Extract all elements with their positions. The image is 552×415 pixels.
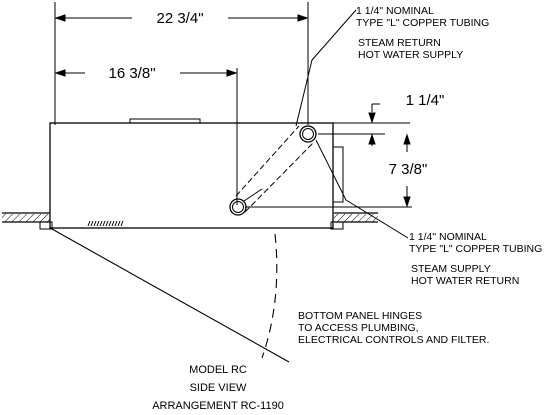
lower-pipe-use-steam: STEAM SUPPLY [411,263,491,275]
ceiling-slab-left [2,212,50,223]
vent-louvres [87,220,124,227]
dimension-lower-pipe-offset [54,68,238,205]
lower-pipe-note-type: TYPE "L" COPPER TUBING [409,243,542,255]
access-box [332,146,344,203]
upper-pipe-use-steam: STEAM RETURN [358,37,441,49]
leader-lines [311,9,409,239]
pipe-connection [235,59,347,213]
dimension-pipe-spacing-vertical [245,133,412,208]
caption-arrangement: ARRANGEMENT RC-1190 [152,400,284,412]
lower-pipe-note-size: 1 1/4" NOMINAL [409,231,487,243]
upper-pipe-note-type: TYPE "L" COPPER TUBING [356,17,489,29]
lower-pipe-use-water: HOT WATER RETURN [411,275,519,287]
dimension-lower-pipe-offset-label: 16 3/8" [108,65,155,82]
upper-pipe-note-size: 1 1/4" NOMINAL [356,5,434,17]
unit-cabinet [39,118,344,230]
pipe-lower [229,198,247,216]
panel-note-line-2: TO ACCESS PLUMBING, [298,322,419,334]
dimension-overall-width-label: 22 3/4" [156,10,203,27]
bottom-panel-swing [51,228,290,363]
dimension-pipe-offset-top [318,103,410,146]
caption-view: SIDE VIEW [190,382,247,394]
ceiling-slab-right [334,212,378,223]
dimension-pipe-spacing-vertical-label: 7 3/8" [389,161,428,178]
dimension-pipe-offset-top-label: 1 1/4" [406,92,445,109]
caption-model: MODEL RC [189,364,247,376]
pipe-upper [299,125,317,143]
panel-note-line-1: BOTTOM PANEL HINGES [298,310,422,322]
panel-note-line-3: ELECTRICAL CONTROLS AND FILTER. [298,334,489,346]
dimension-overall-width [54,2,309,125]
upper-pipe-use-water: HOT WATER SUPPLY [358,49,463,61]
